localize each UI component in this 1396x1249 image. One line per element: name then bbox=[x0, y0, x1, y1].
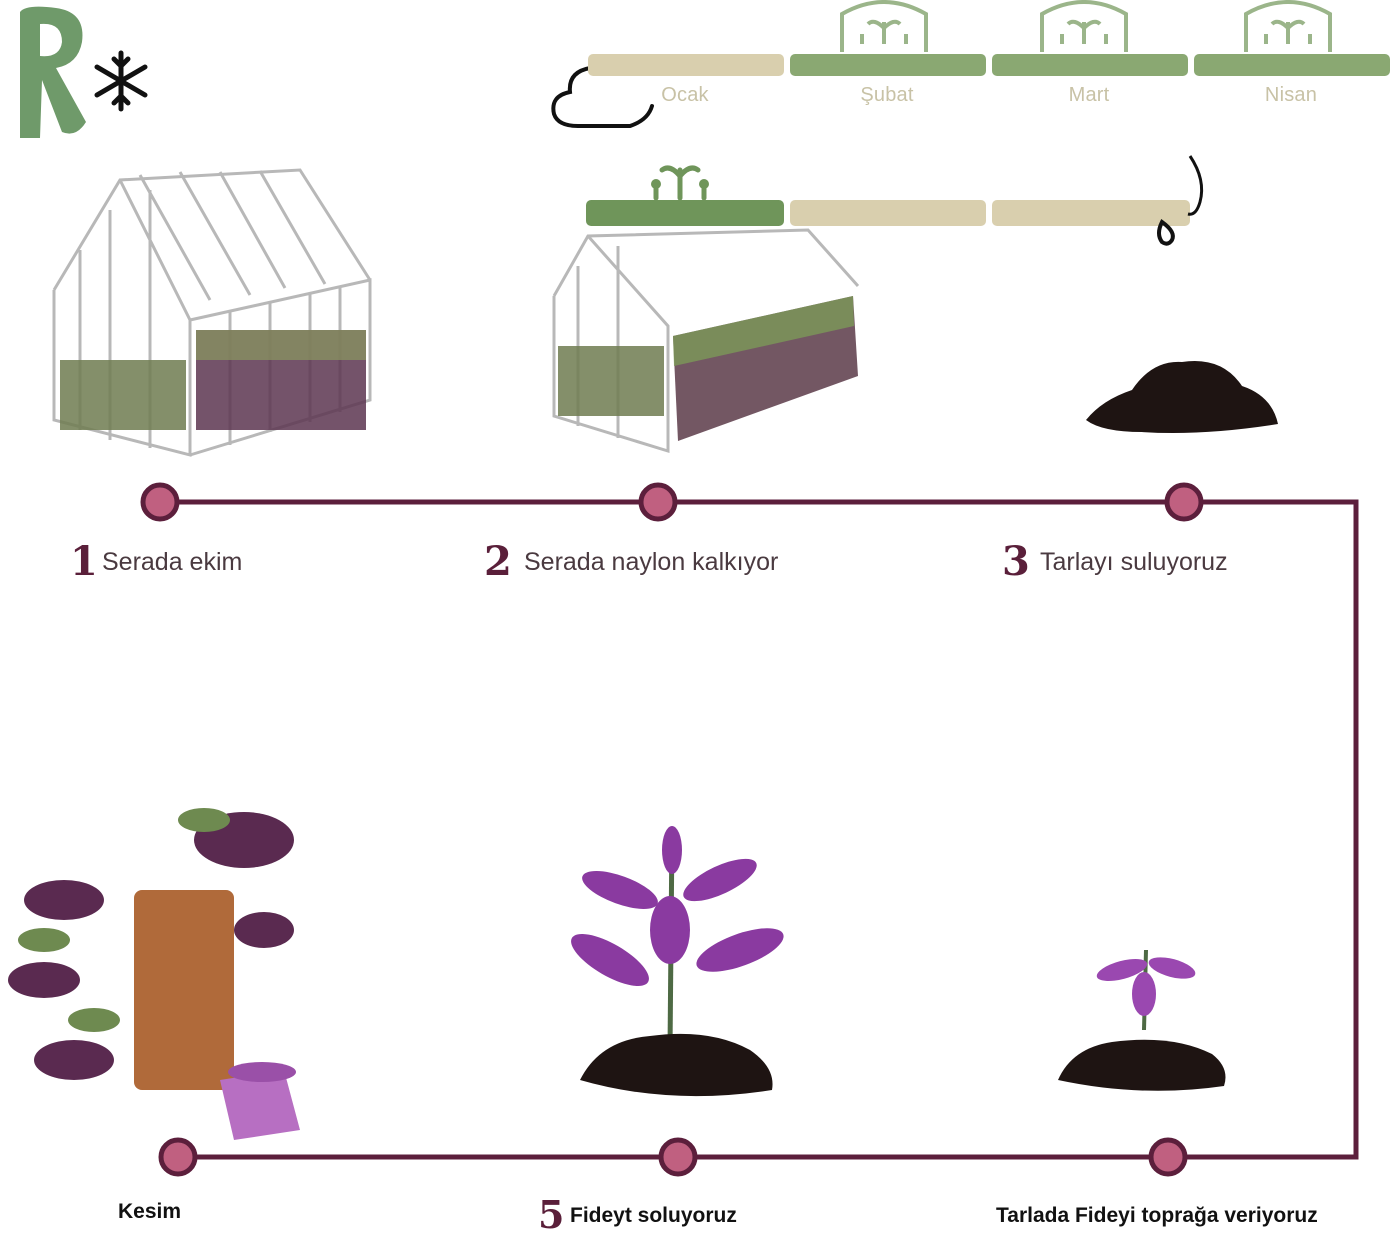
cloud-icon bbox=[551, 66, 654, 128]
timeline-node bbox=[638, 482, 678, 522]
step-number: 3 bbox=[1002, 538, 1030, 585]
harvest-basket-illustration bbox=[8, 808, 300, 1140]
soil-pile-illustration bbox=[1086, 361, 1278, 433]
month-bar bbox=[790, 200, 986, 226]
timeline-node bbox=[158, 1137, 198, 1177]
transplant-label: Tarlada Fideyi toprağa veriyoruz bbox=[996, 1204, 1318, 1227]
basil-plant-illustration bbox=[571, 826, 784, 1097]
step-number: 1 bbox=[70, 538, 98, 585]
greenhouse-sprout-icon bbox=[840, 0, 928, 52]
step-number: 2 bbox=[484, 538, 512, 585]
step-number: 5 bbox=[538, 1192, 565, 1237]
harvest-label: Kesim bbox=[118, 1200, 182, 1223]
greenhouse-sprout-icon bbox=[1040, 0, 1128, 52]
r-logo-icon bbox=[20, 6, 86, 138]
step-label: Serada naylon kalkıyor bbox=[524, 548, 779, 576]
greenhouse-illustration bbox=[52, 168, 372, 457]
water-drop-icon bbox=[1157, 155, 1204, 246]
month-bar-subat bbox=[790, 54, 986, 76]
snowflake-icon bbox=[88, 48, 154, 119]
month-bar-ocak bbox=[588, 54, 784, 76]
month-bar-planting bbox=[586, 200, 784, 226]
month-bar bbox=[992, 200, 1190, 226]
timeline-node bbox=[1164, 482, 1204, 522]
timeline-node bbox=[140, 482, 180, 522]
logo bbox=[16, 2, 96, 142]
greenhouse-sprout-icon bbox=[1244, 0, 1332, 52]
month-label: Mart bbox=[1068, 84, 1110, 106]
month-bar-mart bbox=[992, 54, 1188, 76]
timeline-node bbox=[1148, 1137, 1188, 1177]
step-label: Serada ekim bbox=[102, 548, 243, 576]
seedling-watering-label: Fideyt soluyoruz bbox=[570, 1204, 737, 1227]
timeline-node bbox=[658, 1137, 698, 1177]
month-label: Şubat bbox=[860, 84, 914, 106]
month-label: Nisan bbox=[1264, 84, 1318, 106]
step-label: Tarlayı suluyoruz bbox=[1040, 548, 1228, 576]
month-bar-nisan bbox=[1194, 54, 1390, 76]
seedling-illustration bbox=[1058, 949, 1226, 1091]
month-label: Ocak bbox=[661, 84, 709, 106]
greenhouse-open-illustration bbox=[552, 228, 860, 454]
sprout-icon bbox=[651, 165, 709, 201]
